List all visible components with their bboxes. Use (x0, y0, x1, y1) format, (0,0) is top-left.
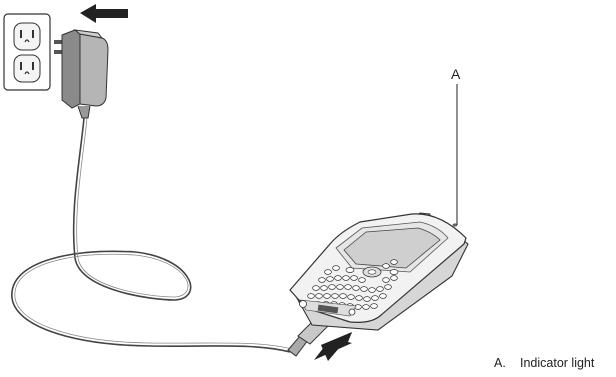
smartphone (289, 212, 469, 331)
wall-outlet (3, 13, 51, 91)
charger-cable (11, 117, 293, 353)
indicator-light (452, 223, 458, 227)
callout-label-a: A (451, 66, 461, 82)
ac-adapter (54, 29, 109, 119)
legend-label: Indicator light (520, 356, 595, 370)
legend: A. Indicator light (494, 356, 594, 370)
connect-arrow-icon (314, 332, 352, 361)
legend-key: A. (494, 356, 506, 370)
insert-arrow-icon (80, 4, 128, 23)
